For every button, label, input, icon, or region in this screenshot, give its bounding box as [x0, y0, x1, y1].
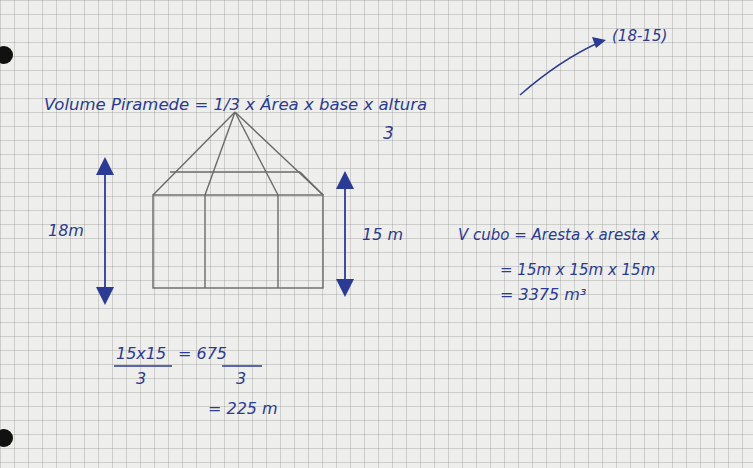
calc-text: 15x15	[116, 345, 166, 363]
calc-text: 3	[136, 370, 146, 388]
fraction-bar	[222, 365, 262, 367]
formula-text: Volume Piramede = 1/3 x Área x base x al…	[44, 96, 427, 114]
calc-text: 3	[236, 370, 246, 388]
binder-hole	[0, 46, 13, 64]
pyramid-cube-sketch	[153, 112, 323, 288]
note-text: (18-15)	[612, 28, 667, 45]
fraction-bar	[114, 365, 172, 367]
leader-line	[520, 42, 600, 95]
binder-hole	[0, 429, 13, 447]
dimension-arrow	[105, 166, 345, 296]
result-text: = 225 m	[208, 400, 278, 418]
leader-head	[592, 37, 606, 48]
calc-text: = 675	[178, 345, 227, 363]
formula-text: V cubo = Aresta x aresta x	[458, 227, 660, 244]
formula-text: = 15m x 15m x 15m	[500, 262, 655, 279]
dimension-label: 15 m	[362, 226, 403, 244]
dimension-label: 18m	[48, 222, 84, 240]
denominator: 3	[383, 124, 394, 143]
result-text: = 3375 m³	[500, 286, 586, 304]
